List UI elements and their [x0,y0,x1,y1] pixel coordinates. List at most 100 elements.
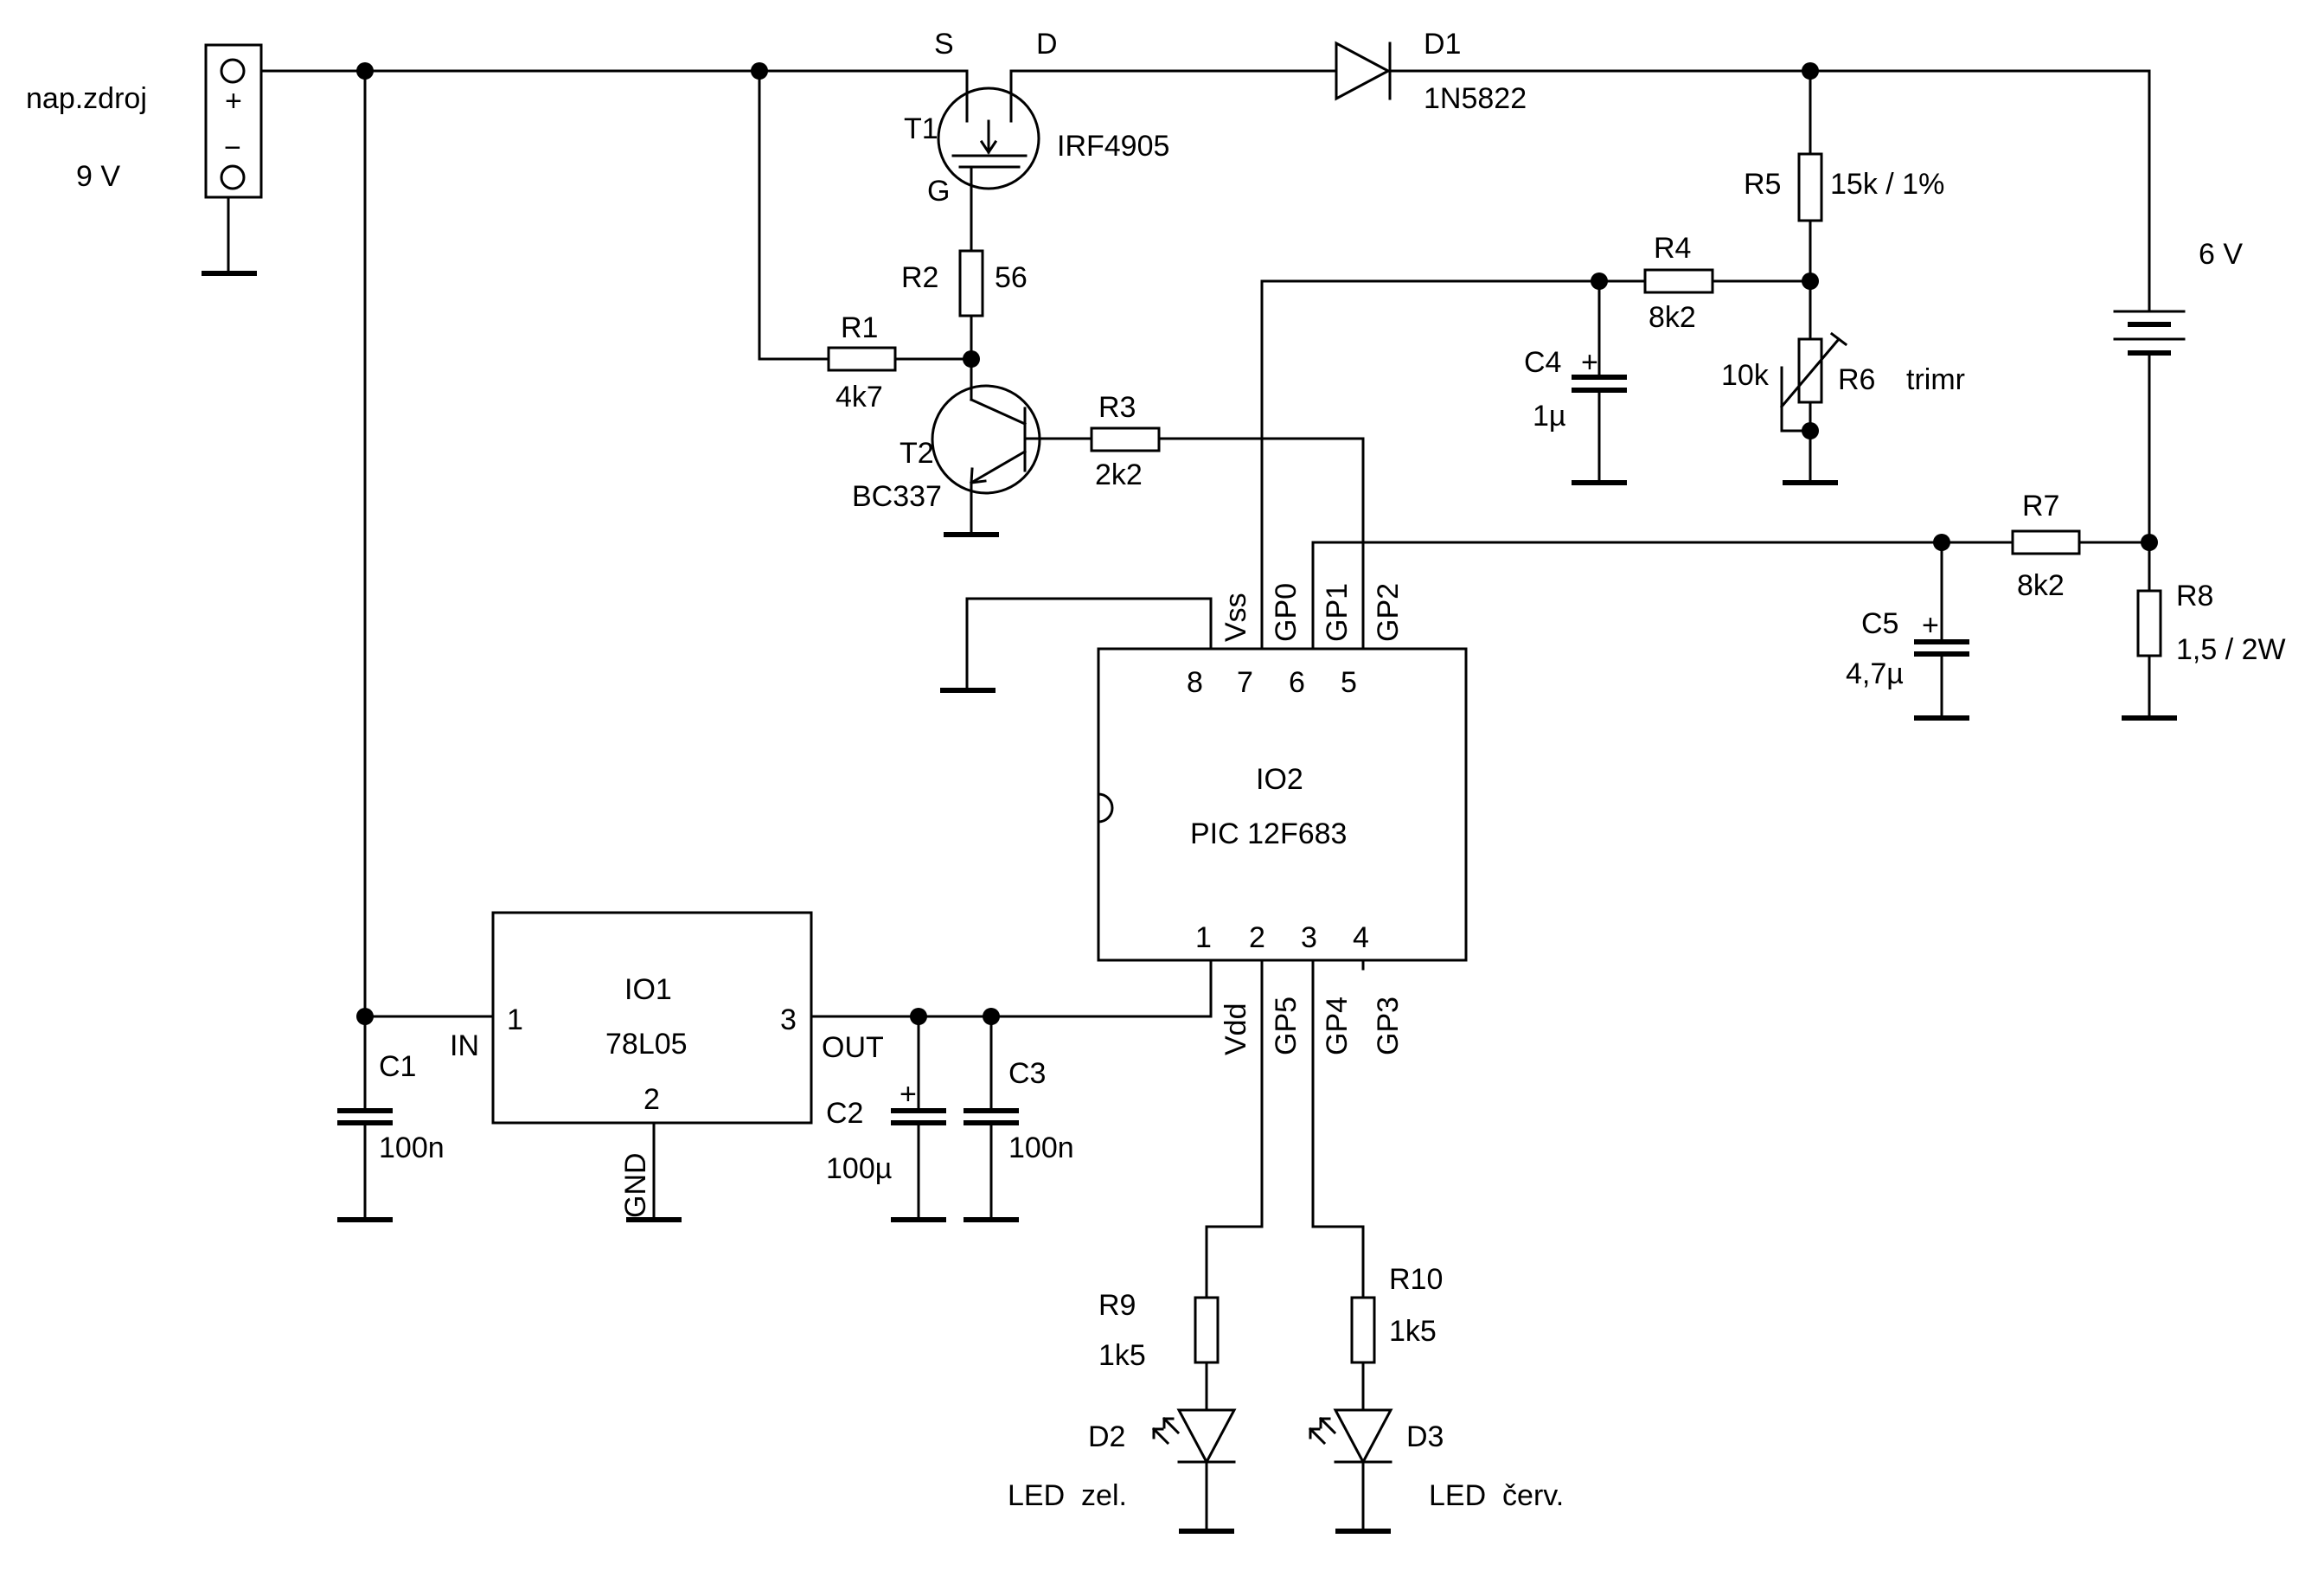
io2-pin2-num: 2 [1249,921,1265,954]
capacitor-c5: + C5 4,7µ [1846,607,1969,690]
io2-pin6-num: 6 [1289,666,1305,699]
r6-body [1797,337,1823,404]
connector-plus-sign: + [225,85,242,118]
io1-pin-out-num: 3 [780,1003,797,1036]
wire-r7-r8 [2078,541,2151,593]
d1-ref: D1 [1424,28,1461,61]
io2-pin4-num: 4 [1353,921,1369,954]
wire-left-rail [363,69,495,1018]
connector-body [204,43,263,199]
r6-ref: R6 [1838,363,1875,396]
io2-body [1097,647,1468,962]
t2-body [931,384,1041,495]
t2-collector [970,398,1027,426]
transistor-t2: T2 BC337 [852,384,1041,513]
resistor-r2: R2 56 [901,249,1028,317]
t2-emitter-arrow-icon [970,467,987,484]
junction-dot [1802,422,1819,439]
r8-ref: R8 [2176,580,2213,612]
c5-ref: C5 [1861,607,1898,640]
r9-value: 1k5 [1098,1339,1146,1372]
io2-pin5-num: 5 [1341,666,1357,699]
io1-pin-in-num: 1 [507,1003,523,1036]
junction-dot [356,62,374,80]
wire-r3-gp2 [1157,437,1365,651]
wire-gp5-r9 [1205,967,1264,1299]
junction-dot [2141,534,2158,551]
wire-gp1-r7 [1311,541,2014,651]
r6-note: trimr [1906,363,1965,396]
io2-pin1-num: 1 [1195,921,1212,954]
resistor-r1: R1 4k7 [827,311,897,413]
trimmer-r6: 10k R6 trimr [1721,331,1965,409]
io2-ref: IO2 [1256,763,1303,796]
wire-d1-out [1388,69,2151,313]
battery: 6 V [2113,238,2243,356]
terminal-minus-icon [220,164,246,190]
junction-dot [1802,272,1819,290]
connector-name: nap.zdroj [26,82,147,115]
r9-ref: R9 [1098,1289,1136,1322]
terminal-plus-icon [220,58,246,84]
r4-ref: R4 [1654,232,1691,265]
c5-value: 4,7µ [1846,657,1904,690]
io2-pin3-name: GP4 [1321,997,1354,1055]
regulator-io1: IO1 78L05 1 IN 3 OUT 2 GND [450,911,884,1218]
c3-value: 100n [1008,1131,1074,1164]
r1-ref: R1 [841,311,878,344]
io2-pin3-num: 3 [1301,921,1317,954]
r3-ref: R3 [1098,391,1136,424]
c2-polarity-plus: + [900,1078,917,1111]
r3-body [1090,426,1161,452]
r1-body [827,346,897,372]
d1-part: 1N5822 [1424,82,1527,115]
d3-ref: D3 [1406,1420,1444,1453]
t1-body [937,87,1040,190]
r4-value: 8k2 [1649,301,1696,334]
connector-voltage: 9 V [76,160,120,193]
io2-pin5-name: GP2 [1372,583,1405,642]
c4-value: 1µ [1533,400,1566,433]
d3-light-icon [1308,1416,1337,1446]
io1-pin-gnd-num: 2 [643,1083,660,1116]
wire-reg-out [810,967,1213,1018]
r10-ref: R10 [1389,1263,1443,1296]
t1-pin-d: D [1036,28,1058,61]
capacitor-c2: + C2 100µ [826,1078,946,1185]
capacitor-c4: + C4 1µ [1524,346,1627,433]
t1-arrow-icon [979,119,998,155]
c4-ref: C4 [1524,346,1561,379]
c2-ref: C2 [826,1097,863,1130]
junction-dot [1802,62,1819,80]
c2-value: 100µ [826,1152,892,1185]
battery-voltage: 6 V [2199,238,2243,271]
io2-pin7-num: 7 [1237,666,1253,699]
io2-pin8-name: Vss [1220,593,1252,642]
d2-ref: D2 [1088,1420,1125,1453]
d2-body [1176,1408,1237,1465]
t1-part: IRF4905 [1057,130,1169,163]
c5-polarity-plus: + [1922,609,1939,642]
r7-body [2011,529,2081,555]
r7-ref: R7 [2022,490,2059,522]
io2-pin6-name: GP1 [1321,583,1354,642]
r10-value: 1k5 [1389,1315,1437,1348]
r8-value: 1,5 / 2W [2176,633,2286,666]
junction-dot [1591,272,1608,290]
capacitor-c1: C1 100n [337,1050,445,1164]
t1-gate [958,165,1021,188]
c4-polarity-plus: + [1581,346,1598,379]
junction-dot [356,1008,374,1025]
resistor-r9: R9 1k5 [1098,1289,1220,1372]
io2-pin4-name: GP3 [1372,997,1405,1055]
io2-notch-icon [1097,792,1114,824]
power-connector: + − nap.zdroj 9 V [26,43,263,199]
io1-part: 78L05 [605,1028,688,1061]
t2-part: BC337 [852,480,942,513]
junction-dot [1933,534,1950,551]
io2-pin8-num: 8 [1187,666,1203,699]
d3-body [1333,1408,1393,1465]
r10-body [1350,1296,1376,1364]
wire-gp4-r10 [1311,967,1365,1299]
